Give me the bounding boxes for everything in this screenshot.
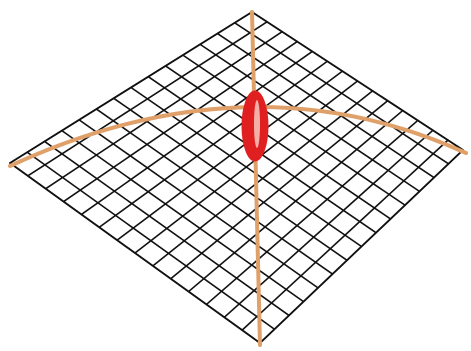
grid-line-b-13 <box>241 139 449 331</box>
grid-line-a-10 <box>78 119 319 289</box>
grid-line-a-8 <box>112 97 348 262</box>
grid-line-a-9 <box>95 108 334 275</box>
grid-line-a-12 <box>43 140 290 317</box>
grid-line-b-8 <box>152 90 374 267</box>
grid-line-b-9 <box>169 99 389 280</box>
red-bulge <box>241 90 269 162</box>
grid-line-b-11 <box>205 119 419 306</box>
bulge-highlight <box>254 100 260 148</box>
grid-line-b-10 <box>187 109 404 293</box>
grid-line-a-13 <box>26 151 276 331</box>
vertical-line <box>250 10 262 347</box>
grid-line-a-11 <box>61 129 305 303</box>
